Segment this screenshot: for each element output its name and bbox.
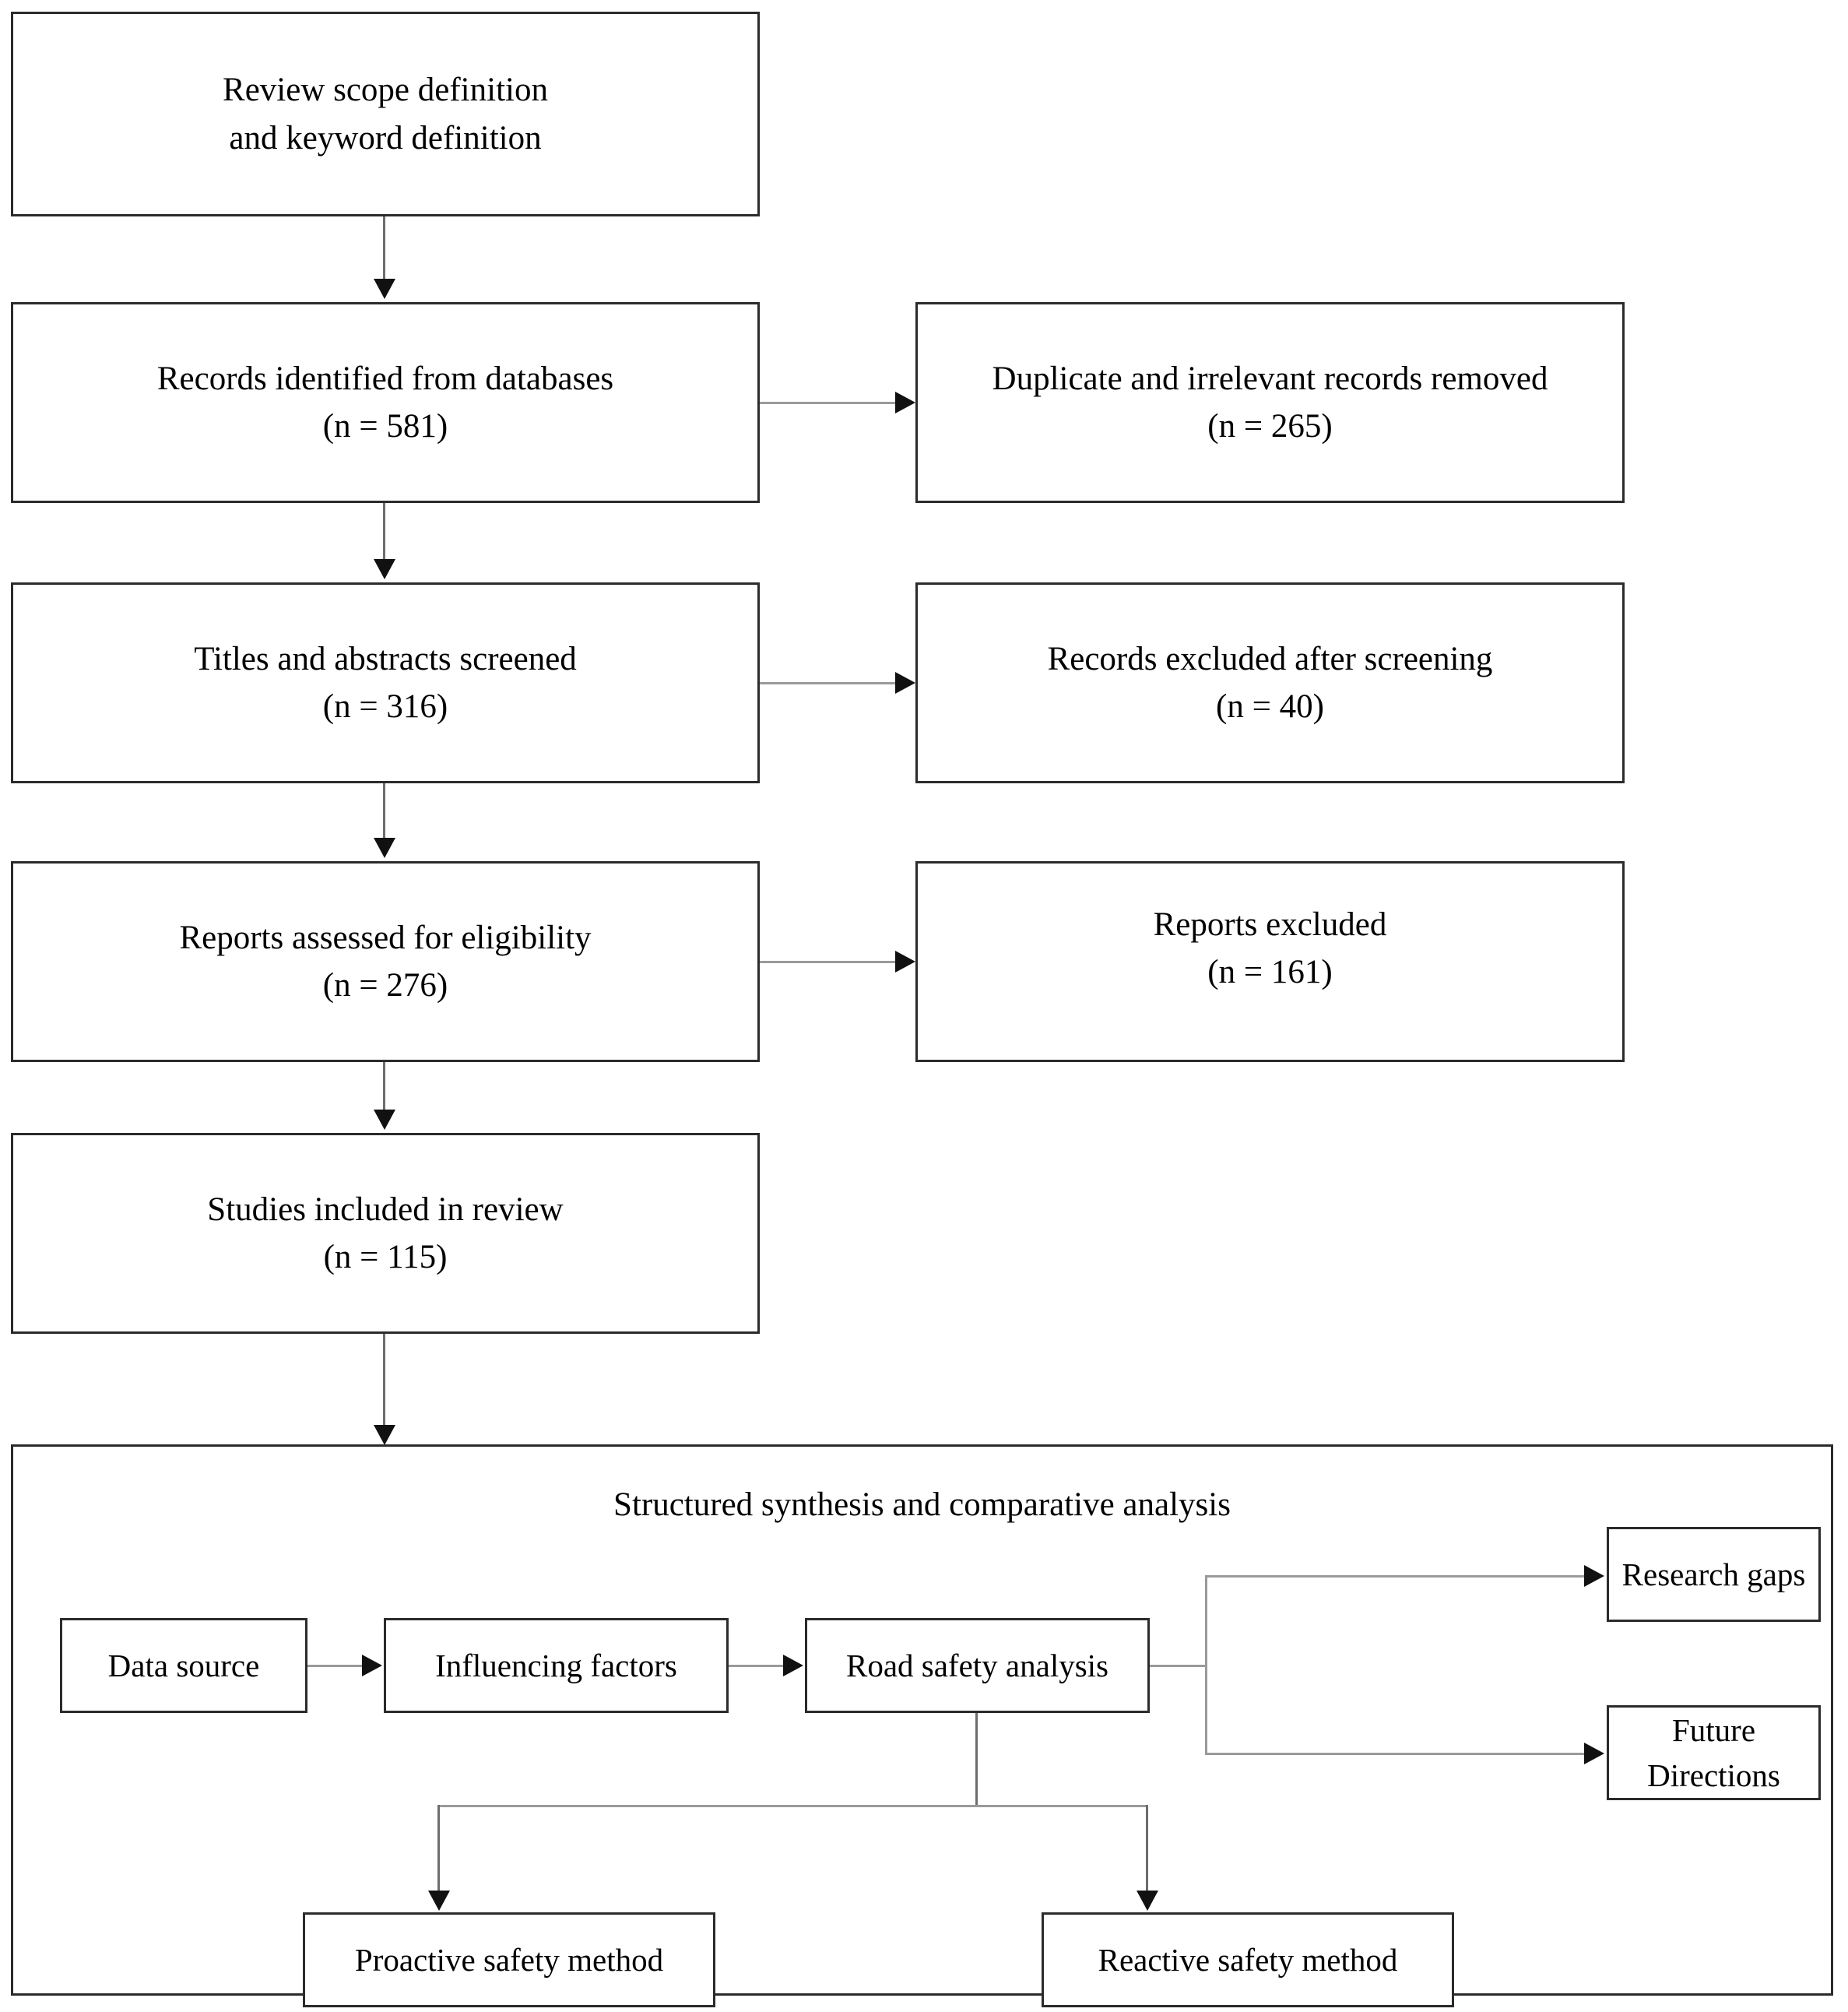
arrow-right-icon-research-gaps — [1584, 1565, 1604, 1587]
synthesis-box-proactive-safety-method: Proactive safety method — [303, 1912, 715, 2007]
exclusion-label-line1: Reports excluded — [1153, 906, 1387, 943]
stage-box-reports-assessed: Reports assessed for eligibility (n = 27… — [11, 861, 760, 1062]
synthesis-box-road-safety-analysis: Road safety analysis — [805, 1618, 1150, 1713]
connector-methods-stem — [975, 1713, 978, 1806]
connector-horizontal-3 — [760, 961, 897, 963]
stage-label-line1: Records identified from databases — [156, 360, 614, 397]
arrow-right-icon-2 — [895, 672, 915, 694]
arrow-down-icon-1 — [374, 279, 395, 299]
arrow-right-icon-chain-2 — [783, 1655, 803, 1676]
exclusion-label-line1: Records excluded after screening — [1047, 640, 1493, 677]
connector-methods-right-drop — [1146, 1805, 1148, 1894]
stage-label-line1: Titles and abstracts screened — [194, 640, 577, 677]
connector-vertical-2 — [383, 503, 385, 562]
arrow-down-icon-reactive — [1137, 1891, 1158, 1911]
arrow-down-icon-4 — [374, 1110, 395, 1130]
arrow-right-icon-chain-1 — [362, 1655, 382, 1676]
connector-output-future-directions — [1205, 1753, 1598, 1755]
connector-vertical-3 — [383, 783, 385, 841]
connector-horizontal-2 — [760, 682, 897, 684]
stage-box-records-identified: Records identified from databases (n = 5… — [11, 302, 760, 503]
stage-label-line2: (n = 115) — [323, 1239, 448, 1275]
exclusion-box-records-excluded: Records excluded after screening (n = 40… — [915, 582, 1625, 783]
connector-methods-left-drop — [437, 1805, 440, 1894]
arrow-right-icon-1 — [895, 392, 915, 413]
connector-horizontal-1 — [760, 402, 897, 404]
arrow-right-icon-future-directions — [1584, 1743, 1604, 1764]
exclusion-box-duplicates-removed: Duplicate and irrelevant records removed… — [915, 302, 1625, 503]
stage-label-line1: Studies included in review — [207, 1191, 564, 1228]
connector-outputs-riser — [1205, 1575, 1207, 1754]
synthesis-box-label: Proactive safety method — [354, 1941, 664, 1978]
arrow-right-icon-3 — [895, 951, 915, 973]
stage-label-line1: Review scope definition — [223, 72, 548, 109]
synthesis-panel-title: Structured synthesis and comparative ana… — [613, 1486, 1231, 1523]
exclusion-label-line2: (n = 40) — [1216, 688, 1324, 725]
stage-label-line2: (n = 581) — [322, 408, 448, 445]
stage-label-line2: (n = 276) — [322, 967, 448, 1004]
connector-outputs-stem — [1150, 1665, 1207, 1667]
synthesis-box-influencing-factors: Influencing factors — [384, 1618, 729, 1713]
stage-label-line2: (n = 316) — [322, 688, 448, 725]
synthesis-box-reactive-safety-method: Reactive safety method — [1042, 1912, 1454, 2007]
exclusion-label-line2: (n = 161) — [1207, 954, 1333, 991]
arrow-down-icon-proactive — [428, 1891, 450, 1911]
synthesis-box-label: Data source — [107, 1647, 260, 1683]
synthesis-box-label: Research gaps — [1621, 1556, 1806, 1592]
synthesis-box-data-source: Data source — [60, 1618, 307, 1713]
connector-vertical-5 — [383, 1334, 385, 1429]
stage-label-line1: Reports assessed for eligibility — [179, 919, 592, 956]
connector-output-research-gaps — [1205, 1575, 1598, 1578]
arrow-down-icon-3 — [374, 838, 395, 858]
stage-box-studies-included: Studies included in review (n = 115) — [11, 1133, 760, 1334]
exclusion-label-line2: (n = 265) — [1207, 408, 1333, 445]
synthesis-box-label: Future Directions — [1647, 1711, 1780, 1793]
synthesis-box-future-directions: Future Directions — [1607, 1705, 1821, 1800]
connector-vertical-4 — [383, 1062, 385, 1113]
connector-chain-2 — [729, 1665, 785, 1667]
synthesis-box-label: Road safety analysis — [845, 1647, 1109, 1683]
synthesis-box-label: Reactive safety method — [1098, 1941, 1398, 1978]
stage-label-line2: and keyword definition — [229, 119, 542, 157]
stage-box-titles-abstracts-screened: Titles and abstracts screened (n = 316) — [11, 582, 760, 783]
connector-methods-bus — [437, 1805, 1148, 1807]
arrow-down-icon-2 — [374, 559, 395, 579]
stage-box-review-scope: Review scope definition and keyword defi… — [11, 12, 760, 216]
connector-vertical-1 — [383, 216, 385, 282]
exclusion-box-reports-excluded: Reports excluded (n = 161) — [915, 861, 1625, 1062]
synthesis-box-research-gaps: Research gaps — [1607, 1527, 1821, 1622]
arrow-down-icon-5 — [374, 1425, 395, 1445]
synthesis-box-label: Influencing factors — [435, 1647, 677, 1683]
synthesis-panel: Structured synthesis and comparative ana… — [11, 1444, 1833, 2007]
exclusion-label-line1: Duplicate and irrelevant records removed — [992, 360, 1548, 397]
connector-chain-1 — [307, 1665, 364, 1667]
